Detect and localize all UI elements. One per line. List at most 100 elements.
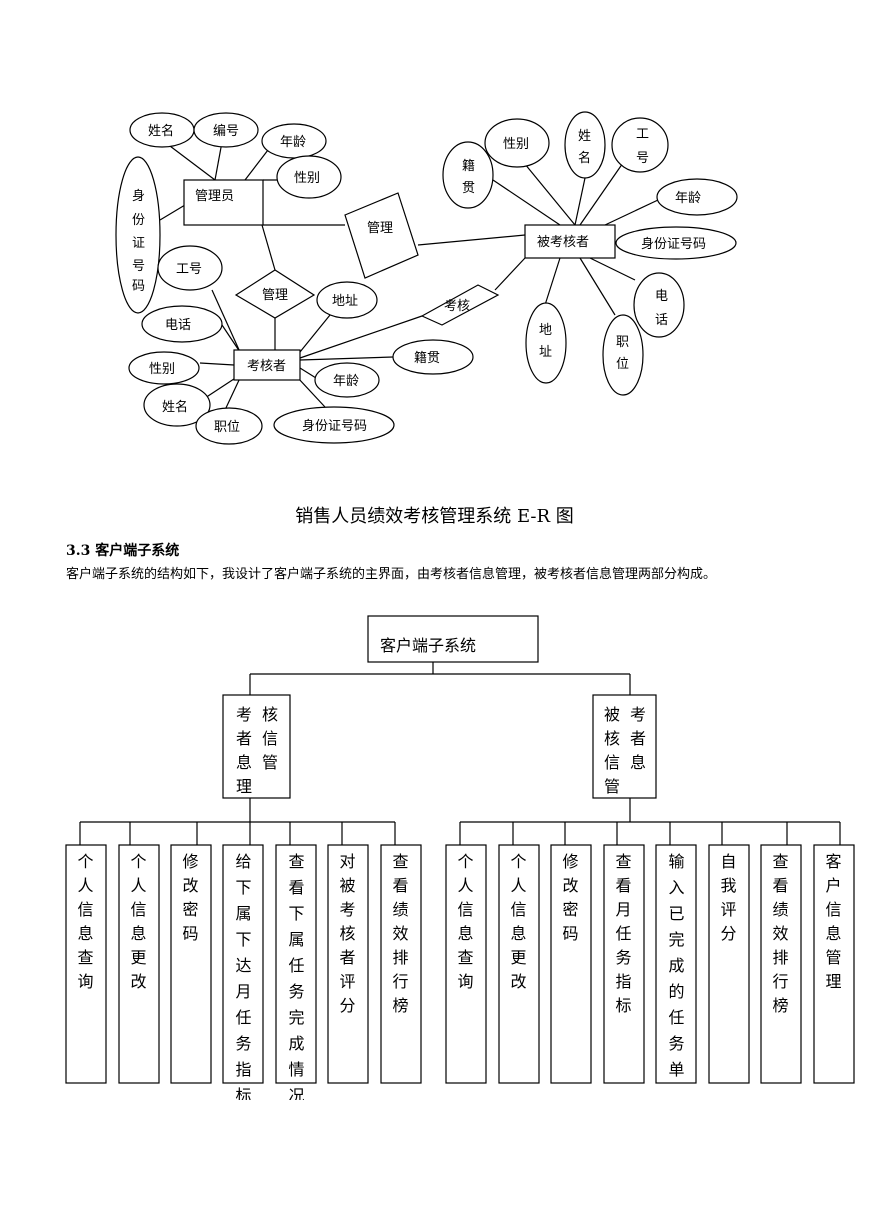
attr-ellipse bbox=[195, 407, 263, 445]
tree-leaf-char: 榜 bbox=[393, 996, 409, 1015]
svg-text:姓: 姓 bbox=[578, 129, 591, 144]
tree-leaf-box bbox=[445, 844, 487, 1084]
tree-leaf-char: 查 bbox=[78, 948, 94, 967]
tree-leaf-char: 务 bbox=[669, 1034, 685, 1053]
attr-ellipse bbox=[564, 111, 606, 179]
tree-left-node: 考核 者信 息管 理 bbox=[222, 694, 291, 799]
svg-text:考: 考 bbox=[630, 705, 646, 724]
tree-leaf-char: 被 bbox=[340, 876, 356, 895]
tree-leaf-char: 个 bbox=[78, 852, 94, 871]
attr-ellipse bbox=[484, 118, 550, 168]
tree-leaf-char: 看 bbox=[773, 876, 789, 895]
tree-leaf-box bbox=[222, 844, 264, 1084]
tree-leaf-char: 查 bbox=[773, 852, 789, 871]
svg-text:者: 者 bbox=[236, 729, 252, 748]
tree-leaf-char: 客 bbox=[826, 852, 842, 871]
tree-leaf-char: 任 bbox=[236, 1008, 252, 1027]
attr-ellipse bbox=[316, 281, 378, 319]
tree-leaf-char: 密 bbox=[563, 900, 579, 919]
attr-ellipse bbox=[115, 156, 161, 314]
tree-leaf-char: 者 bbox=[340, 948, 356, 967]
attr-label: 性别 bbox=[294, 171, 320, 186]
tree-leaf-char: 看 bbox=[393, 876, 409, 895]
attr-ellipse bbox=[141, 305, 223, 343]
tree-leaf-char: 分 bbox=[721, 924, 737, 943]
tree-leaf-box bbox=[550, 844, 592, 1084]
attr-label: 姓名 bbox=[148, 123, 174, 139]
tree-leaf-char: 管 bbox=[826, 948, 842, 967]
assessee-attrs: 性别 姓名 工号 籍贯 年龄 身份证号码 电话 地址 职位 bbox=[442, 111, 738, 396]
tree-leaf-char: 效 bbox=[393, 924, 409, 943]
attr-label: 编号 bbox=[213, 124, 239, 139]
svg-text:被: 被 bbox=[604, 705, 620, 724]
tree-leaf-char: 人 bbox=[131, 876, 147, 895]
tree-leaf-char: 任 bbox=[669, 1008, 685, 1027]
svg-text:电: 电 bbox=[655, 289, 668, 304]
relation-assess-label: 考核 bbox=[444, 299, 470, 314]
tree-leaf-char: 标 bbox=[616, 996, 632, 1015]
attr-ellipse bbox=[273, 406, 395, 444]
attr-ellipse bbox=[525, 302, 567, 384]
attr-ellipse bbox=[615, 226, 737, 260]
tree-leaf-char: 对 bbox=[340, 852, 356, 871]
attr-label: 工号 bbox=[176, 262, 202, 277]
attr-label: 身份证号码 bbox=[641, 236, 706, 252]
attr-label: 性别 bbox=[149, 362, 175, 377]
svg-text:核: 核 bbox=[604, 729, 620, 748]
tree-leaf-box bbox=[498, 844, 540, 1084]
tree-leaf-char: 改 bbox=[511, 972, 527, 991]
tree-leaf-char: 务 bbox=[289, 982, 305, 1001]
tree-leaf-char: 自 bbox=[721, 852, 737, 871]
entity-assessee-label: 被考核者 bbox=[537, 235, 589, 250]
tree-leaf-char: 改 bbox=[563, 876, 579, 895]
attr-label: 电话 bbox=[165, 318, 191, 333]
attr-ellipse bbox=[193, 112, 259, 148]
er-connectors bbox=[159, 139, 659, 411]
tree-leaf-char: 密 bbox=[183, 900, 199, 919]
tree-leaf-char: 完 bbox=[289, 1008, 305, 1027]
tree-leaf-char: 输 bbox=[669, 852, 685, 871]
tree-leaf-char: 个 bbox=[131, 852, 147, 871]
relation-manage-label: 管理 bbox=[367, 221, 393, 236]
tree-leaf-char: 更 bbox=[131, 948, 147, 967]
tree-leaf-box bbox=[655, 844, 697, 1084]
svg-text:管: 管 bbox=[604, 777, 620, 796]
tree-leaf-char: 效 bbox=[773, 924, 789, 943]
entity-manager-label: 管理员 bbox=[195, 189, 234, 204]
tree-leaf-char: 理 bbox=[826, 972, 842, 991]
assessor-attrs: 工号 电话 性别 姓名 职位 地址 籍贯 年龄 身份证号码 bbox=[128, 245, 474, 445]
attr-label: 性别 bbox=[503, 137, 529, 152]
tree-leaf-char: 信 bbox=[511, 900, 527, 919]
tree-leaf-char: 改 bbox=[131, 972, 147, 991]
tree-leaf-char: 达 bbox=[236, 956, 252, 975]
tree-leaf-char: 修 bbox=[563, 852, 579, 871]
tree-leaf-char: 务 bbox=[616, 948, 632, 967]
tree-leaf-char: 信 bbox=[78, 900, 94, 919]
attr-ellipse bbox=[276, 155, 342, 199]
svg-text:地: 地 bbox=[539, 323, 552, 338]
tree-leaf-char: 码 bbox=[563, 924, 579, 943]
svg-text:息: 息 bbox=[236, 753, 252, 772]
attr-ellipse bbox=[128, 351, 200, 385]
svg-text:址: 址 bbox=[539, 345, 552, 360]
tree-leaf-char: 息 bbox=[131, 924, 147, 943]
tree-leaf-box bbox=[275, 844, 317, 1084]
er-diagram: 管理员 姓名 编号 年龄 性别 身份证号码 管理 管理 被考核者 性别 姓名 工… bbox=[115, 111, 738, 445]
tree-leaf-char: 人 bbox=[511, 876, 527, 895]
tree-leaf-char: 询 bbox=[78, 972, 94, 991]
tree-leaf-char: 个 bbox=[458, 852, 474, 871]
svg-text:工: 工 bbox=[636, 127, 649, 142]
tree-leaf-char: 况 bbox=[289, 1086, 305, 1100]
tree-leaf-char: 改 bbox=[183, 876, 199, 895]
tree-leaf-char: 询 bbox=[458, 972, 474, 991]
svg-text:理: 理 bbox=[236, 777, 252, 796]
attr-ellipse bbox=[143, 383, 211, 427]
tree-leaf-char: 给 bbox=[236, 852, 252, 871]
tree-leaf-char: 下 bbox=[236, 930, 252, 949]
